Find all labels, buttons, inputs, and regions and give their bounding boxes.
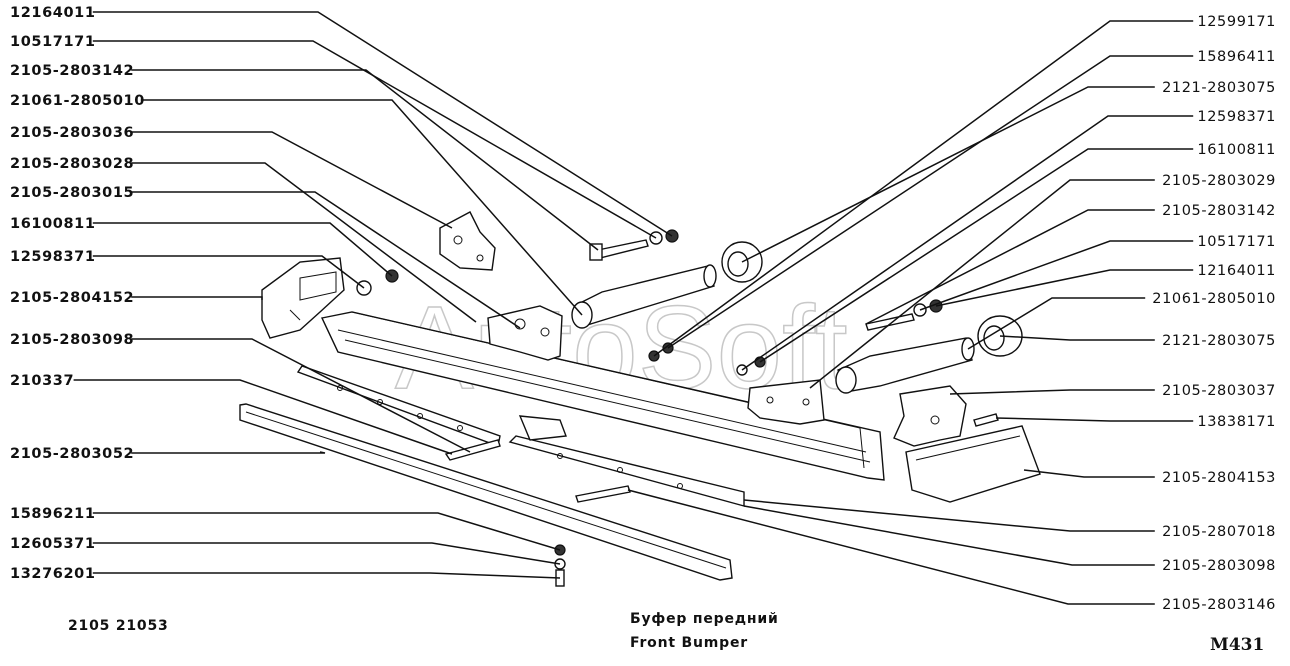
left-part-label: 10517171	[10, 34, 96, 50]
leader-line-left	[131, 338, 471, 453]
leader-line-left	[131, 69, 599, 251]
title-russian: Буфер передний	[630, 611, 779, 627]
right-part-label: 2121-2803075	[1162, 80, 1276, 96]
left-trim-strip	[296, 365, 501, 447]
side-bolt-13838171	[973, 413, 999, 427]
right-part-label: 12164011	[1197, 263, 1276, 279]
leader-line-left	[92, 572, 561, 579]
leader-line-right	[919, 240, 1194, 311]
left-part-label: 2105-2803028	[10, 156, 134, 172]
leader-line-left	[92, 255, 365, 289]
leader-line-right	[667, 55, 1194, 349]
right-part-label: 15896411	[1197, 49, 1276, 65]
right-part-label: 10517171	[1197, 234, 1276, 250]
right-trim-strip	[508, 435, 745, 507]
left-label-column: 12164011 10517171 2105-2803142 21061-280501…	[10, 5, 145, 582]
leader-line-left	[131, 191, 521, 329]
leader-line-right	[627, 489, 1155, 605]
left-part-label: 2105-2803015	[10, 185, 134, 201]
right-part-label: 2105-2804153	[1162, 470, 1276, 486]
left-part-label: 2105-2803052	[10, 446, 134, 462]
left-part-label: 16100811	[10, 216, 96, 232]
leader-line-left	[92, 512, 561, 551]
right-mount-bracket	[893, 385, 967, 447]
left-end-cap	[261, 257, 345, 339]
left-part-label: 2105-2803036	[10, 125, 134, 141]
right-part-label: 13838171	[1197, 414, 1276, 430]
leader-line-left	[92, 11, 673, 237]
right-part-label: 12599171	[1197, 14, 1276, 30]
leader-line-right	[865, 209, 1155, 325]
diagram-code: M431	[1210, 635, 1264, 655]
bottom-bolt-2803146	[575, 485, 631, 503]
leader-lines	[73, 11, 1194, 605]
leader-line-right	[743, 499, 1155, 532]
leader-line-right	[741, 115, 1194, 371]
leader-line-right	[935, 269, 1194, 307]
leader-line-right	[809, 179, 1155, 389]
left-part-label: 12605371	[10, 536, 96, 552]
leader-line-left	[73, 379, 453, 455]
right-part-label: 2105-2803037	[1162, 383, 1276, 399]
center-bracket	[518, 415, 567, 441]
left-part-label: 21061-2805010	[10, 93, 145, 109]
model-numbers: 2105 21053	[68, 618, 169, 634]
left-part-label: 12598371	[10, 249, 96, 265]
left-part-label: 210337	[10, 373, 74, 389]
leader-line-right	[759, 148, 1194, 363]
right-label-column: 12599171 15896411 2121-2803075 12598371 1610…	[1152, 14, 1276, 613]
left-part-label: 2105-2803142	[10, 63, 134, 79]
right-part-label: 2121-2803075	[1162, 333, 1276, 349]
right-part-label: 21061-2805010	[1152, 291, 1276, 307]
leader-line-left	[131, 131, 453, 229]
leader-line-left	[131, 162, 477, 323]
right-part-label: 2105-2803142	[1162, 203, 1276, 219]
right-part-label: 2105-2803029	[1162, 173, 1276, 189]
leader-line-left	[131, 451, 326, 454]
right-center-bracket	[747, 379, 825, 425]
leader-line-right	[743, 505, 1155, 566]
leader-line-left	[92, 542, 561, 565]
leader-line-left	[92, 40, 657, 239]
left-part-label: 2105-2803098	[10, 332, 134, 348]
leader-line-left	[140, 99, 583, 316]
lower-trim	[239, 403, 733, 581]
top-left-bracket	[439, 211, 496, 271]
leader-line-right	[999, 335, 1155, 341]
leader-line-right	[967, 297, 1146, 350]
leader-line-right	[653, 20, 1194, 357]
leader-line-right	[949, 389, 1155, 395]
leader-line-right	[741, 86, 1155, 263]
leader-line-left	[92, 222, 393, 277]
right-part-label: 2105-2807018	[1162, 524, 1276, 540]
left-part-label: 2105-2804152	[10, 290, 134, 306]
right-part-label: 2105-2803146	[1162, 597, 1276, 613]
leader-line-right	[1023, 469, 1155, 478]
title-english: Front Bumper	[630, 635, 748, 651]
bottom-bolt-210337	[444, 439, 501, 461]
left-part-label: 12164011	[10, 5, 96, 21]
right-bolt	[865, 313, 915, 331]
leader-line-left	[131, 296, 263, 300]
left-part-label: 13276201	[10, 566, 96, 582]
right-part-label: 16100811	[1197, 142, 1276, 158]
leader-line-right	[995, 417, 1194, 422]
right-shock-absorber	[835, 337, 975, 394]
right-part-label: 2105-2803098	[1162, 558, 1276, 574]
right-part-label: 12598371	[1197, 109, 1276, 125]
left-part-label: 15896211	[10, 506, 96, 522]
right-end-cap	[905, 425, 1041, 503]
left-bolt	[589, 239, 649, 261]
